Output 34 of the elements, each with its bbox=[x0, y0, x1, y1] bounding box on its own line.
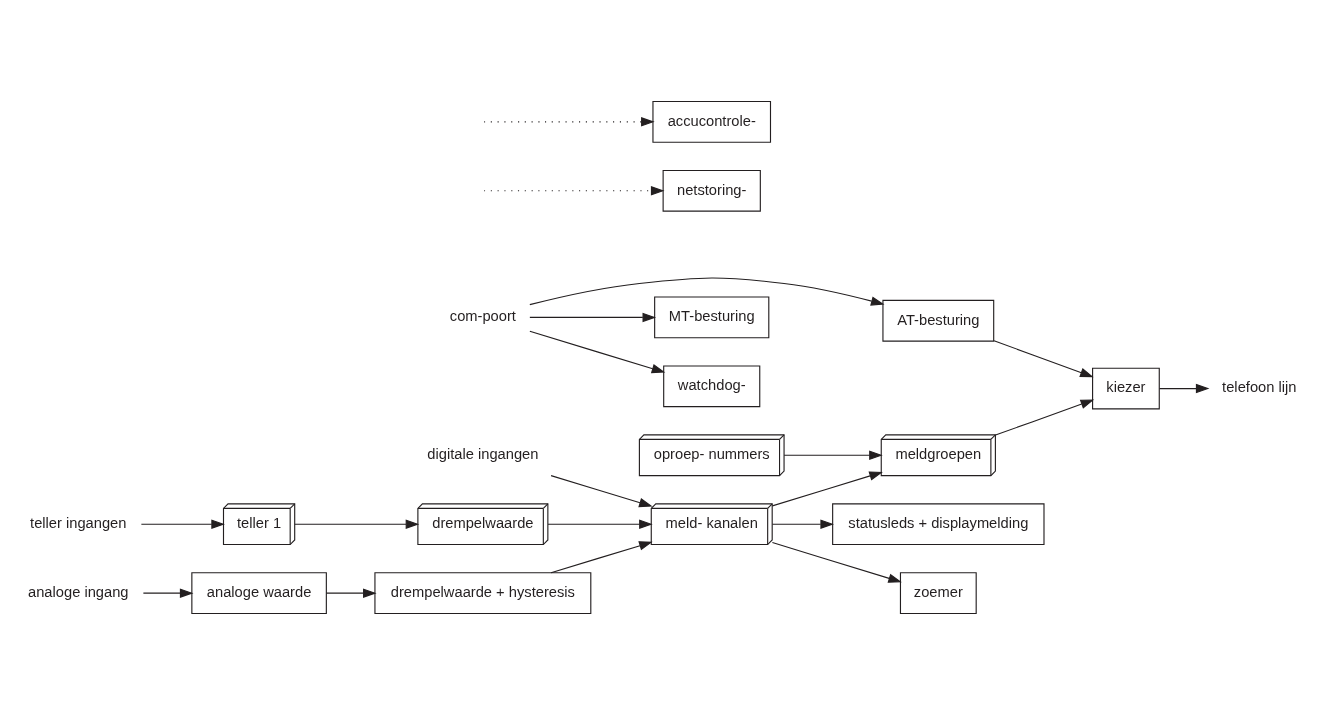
arrow bbox=[483, 117, 655, 127]
arrow bbox=[547, 519, 653, 529]
arrow bbox=[771, 541, 902, 583]
arrow bbox=[1158, 383, 1210, 394]
arrow bbox=[140, 519, 225, 529]
node-box: accucontrole- bbox=[652, 100, 772, 143]
arrow bbox=[142, 588, 194, 598]
arrow bbox=[550, 475, 653, 508]
arrow bbox=[325, 588, 377, 598]
arrow bbox=[529, 277, 885, 306]
arrow bbox=[483, 186, 665, 196]
node-box: netstoring- bbox=[662, 169, 761, 212]
node-text: telefoon lijn bbox=[1222, 379, 1297, 396]
arrow bbox=[771, 471, 883, 507]
node-box: AT-besturing bbox=[882, 299, 995, 342]
arrow bbox=[995, 399, 1095, 436]
node-box: zoemer bbox=[899, 572, 977, 615]
arrow bbox=[783, 450, 883, 460]
node-text: com-poort bbox=[449, 308, 516, 325]
arrow bbox=[529, 312, 657, 323]
node-box: MT-besturing bbox=[654, 296, 770, 339]
node-box: kiezer bbox=[1092, 367, 1160, 410]
node-text: analoge ingang bbox=[28, 583, 129, 600]
node-box: statusleds + displaymelding bbox=[832, 503, 1045, 546]
node-text: teller ingangen bbox=[30, 515, 127, 532]
arrow bbox=[529, 330, 666, 374]
node-box: drempelwaarde + hysteresis bbox=[374, 572, 592, 615]
arrow bbox=[771, 519, 834, 529]
node-text: digitale ingangen bbox=[427, 446, 539, 463]
node-box: analoge waarde bbox=[191, 572, 327, 615]
node-box: watchdog- bbox=[663, 365, 761, 408]
arrow bbox=[294, 519, 420, 529]
arrow bbox=[550, 541, 653, 574]
arrow bbox=[993, 340, 1094, 378]
